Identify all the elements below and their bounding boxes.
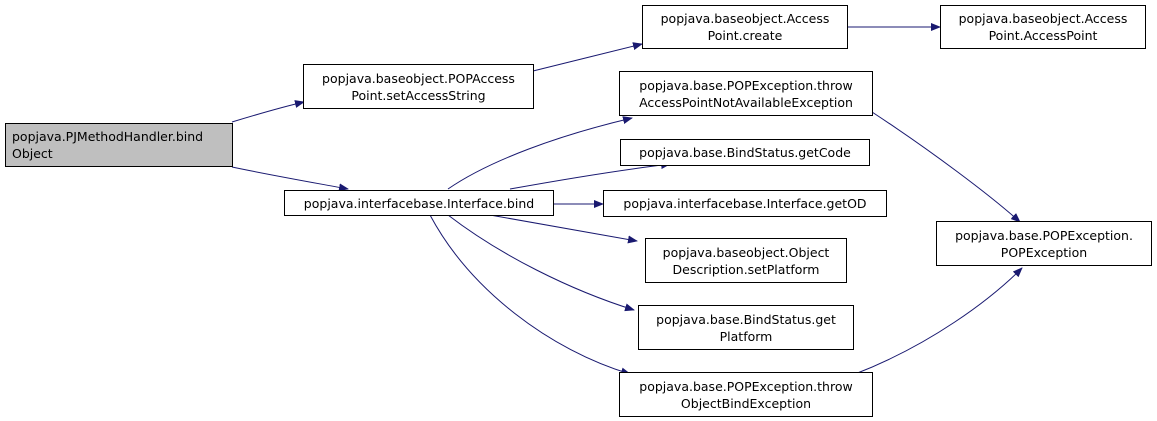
node-label-line1: popjava.base.BindStatus.getCode bbox=[639, 145, 851, 160]
edge-bind-setplatform bbox=[489, 214, 638, 244]
node-label-line1: popjava.interfacebase.Interface.bind bbox=[303, 195, 535, 211]
edge-bind-getcode bbox=[509, 161, 671, 190]
node-label-line2: ObjectBindException bbox=[680, 395, 812, 411]
node-popaccesspoint-setaccessstring[interactable]: popjava.baseobject.POPAccess Point.setAc… bbox=[303, 64, 534, 109]
node-label-line1: popjava.interfacebase.Interface.getOD bbox=[623, 196, 867, 211]
node-label-line1: popjava.baseobject.POPAccess bbox=[322, 70, 515, 86]
edge-root-setaccess bbox=[231, 100, 305, 123]
edge-bind-getplatform bbox=[447, 214, 635, 312]
node-accesspoint-create[interactable]: popjava.baseobject.Access Point.create bbox=[642, 5, 848, 49]
node-label-line2: POPException bbox=[1000, 244, 1088, 260]
node-label-line1: popjava.baseobject.Object bbox=[662, 244, 830, 260]
edge-throwob-popex bbox=[854, 267, 1023, 375]
node-label-line1: popjava.base.POPException.throw bbox=[639, 378, 853, 394]
node-interface-getod[interactable]: popjava.interfacebase.Interface.getOD bbox=[603, 190, 887, 217]
edge-root-bind bbox=[231, 166, 349, 192]
node-label-line1: popjava.base.BindStatus.get bbox=[656, 311, 836, 327]
node-bindstatus-getplatform[interactable]: popjava.base.BindStatus.get Platform bbox=[638, 305, 854, 350]
node-label-line1: popjava.baseobject.Access bbox=[958, 11, 1128, 26]
node-label-line2: Point.AccessPoint bbox=[988, 28, 1098, 43]
node-label-line2: Platform bbox=[719, 328, 773, 344]
edge-setaccess-apcreate bbox=[532, 42, 643, 72]
node-label-line1: popjava.base.POPException. bbox=[955, 227, 1133, 243]
node-label-line1: popjava.base.POPException.throw bbox=[639, 77, 853, 93]
node-pjmethodhandler-bindobject[interactable]: popjava.PJMethodHandler.bind Object bbox=[5, 123, 233, 167]
edge-bind-throwap bbox=[447, 116, 633, 190]
node-popexception-throwaccesspointnotavailable[interactable]: popjava.base.POPException.throw AccessPo… bbox=[619, 71, 873, 116]
node-label-line2: Description.setPlatform bbox=[672, 261, 820, 277]
node-interface-bind[interactable]: popjava.interfacebase.Interface.bind bbox=[284, 190, 554, 216]
edge-bind-throwob bbox=[429, 214, 631, 376]
node-label-line1: popjava.baseobject.Access bbox=[660, 11, 830, 26]
node-label-line2: Point.setAccessString bbox=[351, 87, 486, 103]
node-objectdescription-setplatform[interactable]: popjava.baseobject.Object Description.se… bbox=[645, 238, 847, 283]
node-bindstatus-getcode[interactable]: popjava.base.BindStatus.getCode bbox=[620, 139, 870, 166]
node-label-line1: popjava.PJMethodHandler.bind bbox=[12, 129, 204, 144]
node-popexception-popexception[interactable]: popjava.base.POPException. POPException bbox=[936, 221, 1152, 266]
node-label-line2: Object bbox=[12, 146, 53, 161]
node-label-line2: AccessPointNotAvailableException bbox=[639, 94, 853, 110]
node-popexception-throwobjectbind[interactable]: popjava.base.POPException.throw ObjectBi… bbox=[619, 372, 873, 417]
node-label-line2: Point.create bbox=[707, 28, 783, 43]
edge-throwap-popex bbox=[871, 111, 1021, 223]
node-accesspoint-accesspoint[interactable]: popjava.baseobject.Access Point.AccessPo… bbox=[940, 5, 1146, 49]
